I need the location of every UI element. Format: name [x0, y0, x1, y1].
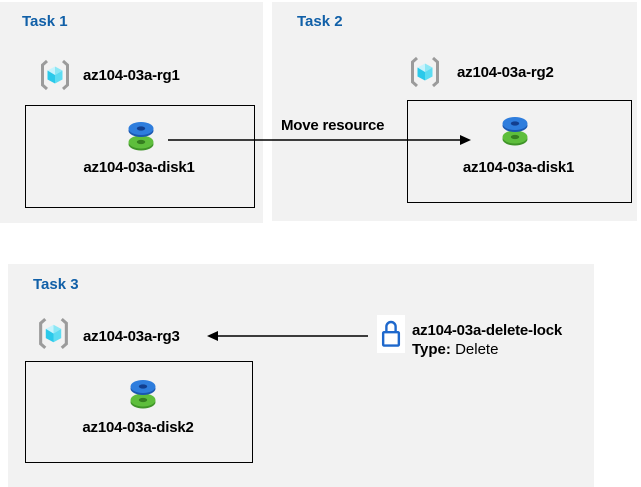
disk-icon: [128, 122, 154, 151]
task1-label: Task 1: [22, 13, 68, 30]
task3-label: Task 3: [33, 276, 79, 293]
task3-panel: [8, 264, 594, 487]
task2-disk-box: [407, 100, 632, 203]
task3-disk-label: az104-03a-disk2: [82, 419, 194, 436]
resource-group-icon: [39, 317, 68, 350]
task1-disk-label: az104-03a-disk1: [83, 159, 195, 176]
resource-group-icon: [411, 56, 439, 88]
lock-icon: [381, 320, 401, 347]
disk-icon: [130, 380, 156, 409]
task2-resource-group-label: az104-03a-rg2: [457, 64, 554, 81]
move-resource-label: Move resource: [281, 117, 385, 134]
lock-icon-background: [377, 315, 405, 353]
lock-arrow: [207, 331, 368, 341]
task1-disk-box: [25, 105, 255, 208]
task3-disk-box: [25, 361, 253, 463]
lock-name-label: az104-03a-delete-lock: [412, 322, 563, 339]
lock-type-key: Type:: [412, 341, 451, 358]
move-resource-arrow: [168, 135, 471, 145]
task2-panel: [272, 2, 637, 221]
resource-group-icon: [41, 59, 69, 91]
task2-disk-label: az104-03a-disk1: [462, 159, 575, 176]
task2-label: Task 2: [297, 13, 343, 30]
lock-type-value: Delete: [455, 341, 499, 358]
task1-resource-group-label: az104-03a-rg1: [83, 67, 180, 84]
disk-icon: [502, 117, 528, 146]
task1-panel: [0, 2, 263, 223]
lock-type-label: Type: Delete: [412, 341, 498, 358]
task3-resource-group-label: az104-03a-rg3: [83, 328, 180, 345]
